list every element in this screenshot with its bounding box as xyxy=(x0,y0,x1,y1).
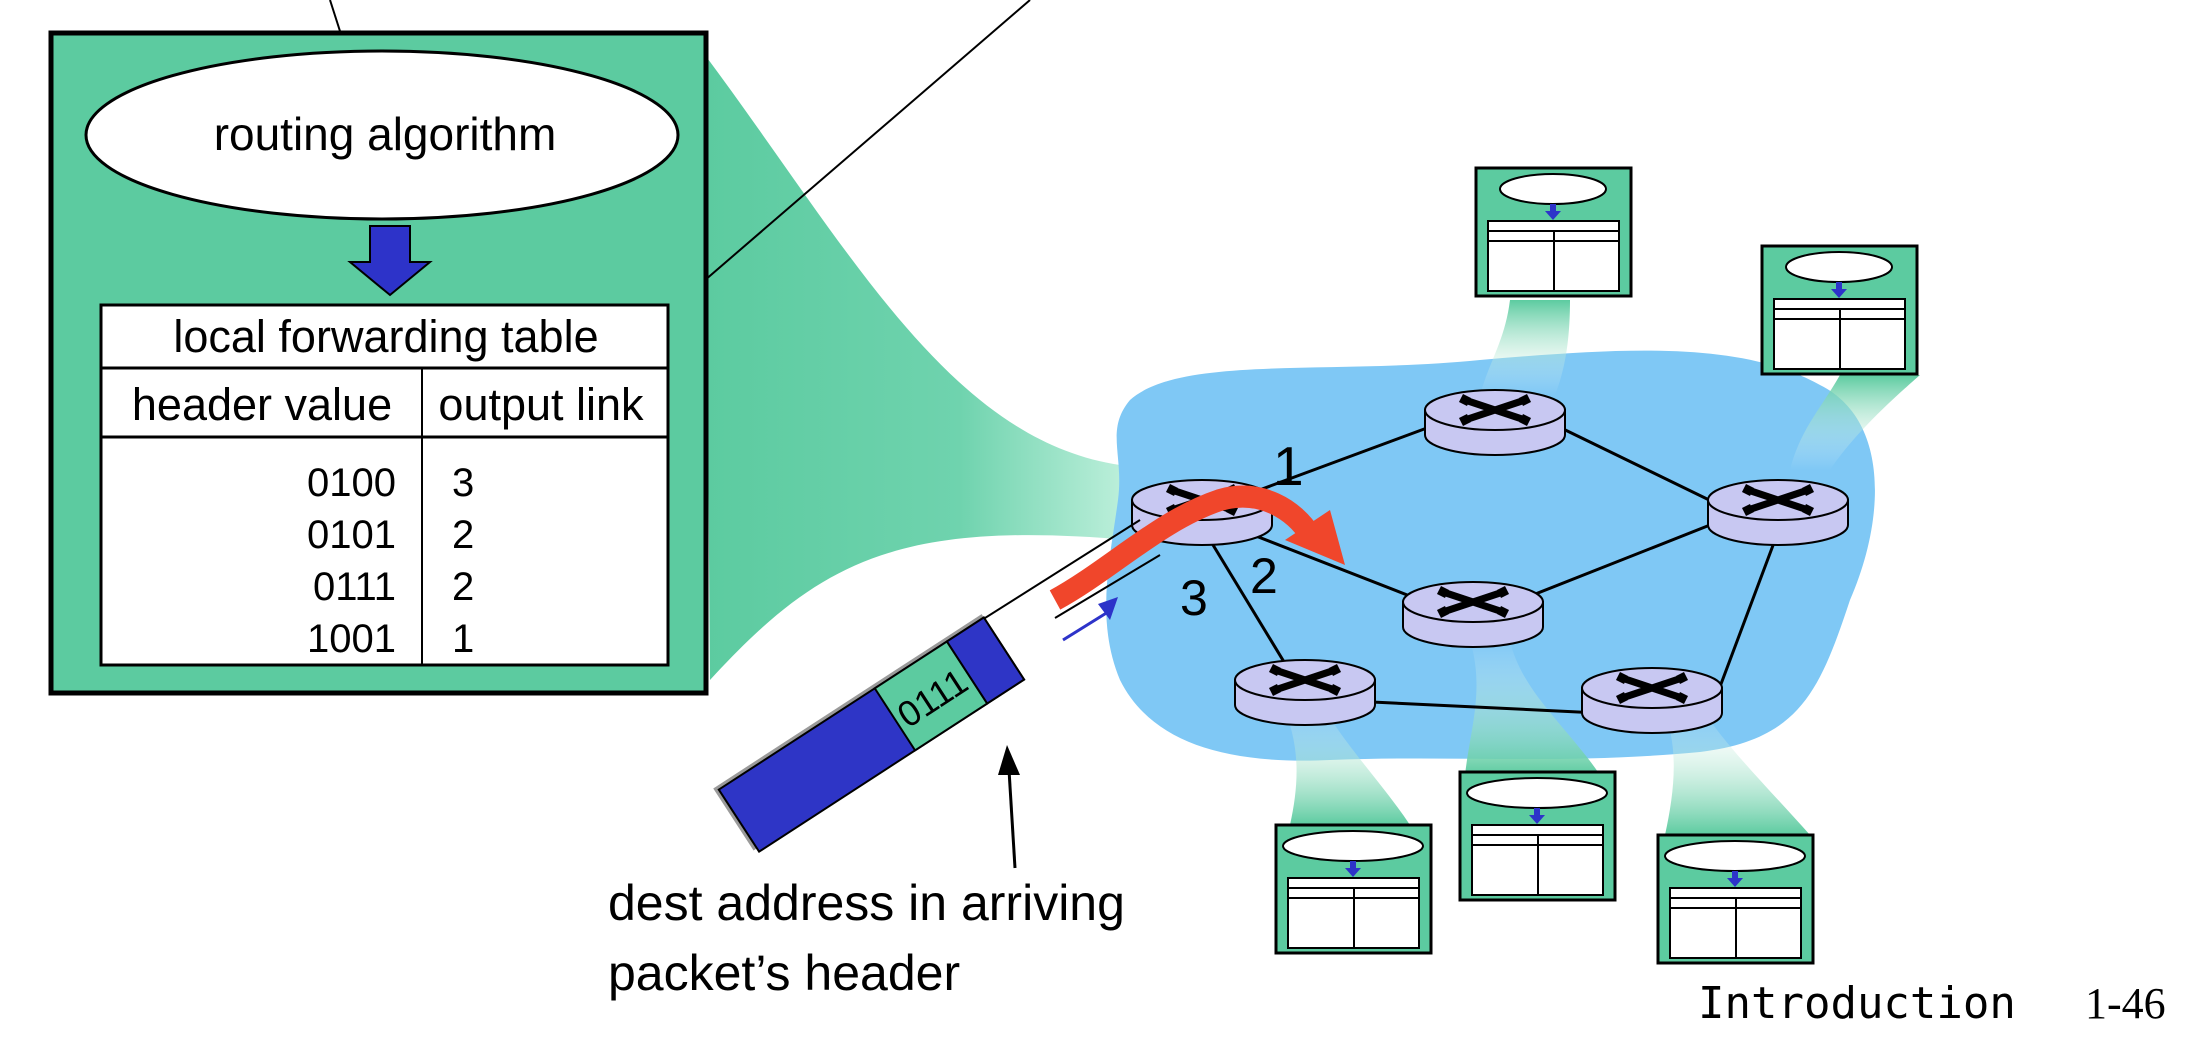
footer-page-number: 1-46 xyxy=(2085,979,2166,1028)
table-row-value: 1001 xyxy=(307,617,396,661)
link-label-3: 3 xyxy=(1180,570,1208,626)
routing-algorithm-ellipse xyxy=(84,49,680,221)
router-5 xyxy=(1234,659,1376,726)
mini-table-bottom-right xyxy=(1656,833,1815,965)
mini-table-bottom-left xyxy=(1274,823,1433,955)
router-6 xyxy=(1581,667,1723,734)
mini-table-right xyxy=(1760,244,1919,376)
column-header-value: header value xyxy=(132,379,392,430)
router-3 xyxy=(1707,479,1849,546)
router-table-stems xyxy=(1280,300,1920,835)
annotation-arrow-icon xyxy=(998,745,1020,869)
table-row-link: 3 xyxy=(452,461,474,505)
table-row-value: 0101 xyxy=(307,513,396,557)
forwarding-arrow-icon xyxy=(1049,485,1345,610)
table-row-link: 1 xyxy=(452,617,474,661)
router-2 xyxy=(1424,389,1566,456)
table-row-link: 2 xyxy=(452,513,474,557)
table-title: local forwarding table xyxy=(173,311,598,362)
table-row-link: 2 xyxy=(452,565,474,609)
leader-line-table xyxy=(667,0,1031,313)
packet: 0111 xyxy=(713,614,1026,854)
forwarding-table: local forwarding table header value outp… xyxy=(99,303,670,667)
footer-section: Introduction xyxy=(1698,978,2016,1029)
mini-table-top xyxy=(1474,166,1633,298)
column-output-link: output link xyxy=(438,379,644,430)
table-row-value: 0111 xyxy=(313,565,396,609)
table-row-value: 0100 xyxy=(307,461,396,505)
link-label-1: 1 xyxy=(1273,435,1304,497)
router-4 xyxy=(1402,581,1544,648)
network-cloud xyxy=(1106,350,1875,761)
mini-table-bottom-middle xyxy=(1458,770,1617,902)
zoom-funnel xyxy=(705,55,1130,680)
incoming-link-line xyxy=(1054,554,1161,619)
routing-algorithm-label: routing algorithm xyxy=(214,108,557,160)
annotation-line-2: packet’s header xyxy=(608,945,960,1001)
packet-direction-arrow-icon xyxy=(1062,597,1118,642)
annotation-line-1: dest address in arriving xyxy=(608,875,1125,931)
down-arrow-icon xyxy=(347,225,433,297)
router-detail-box: routing algorithm local forwarding table… xyxy=(48,30,709,696)
link-label-2: 2 xyxy=(1250,548,1278,604)
